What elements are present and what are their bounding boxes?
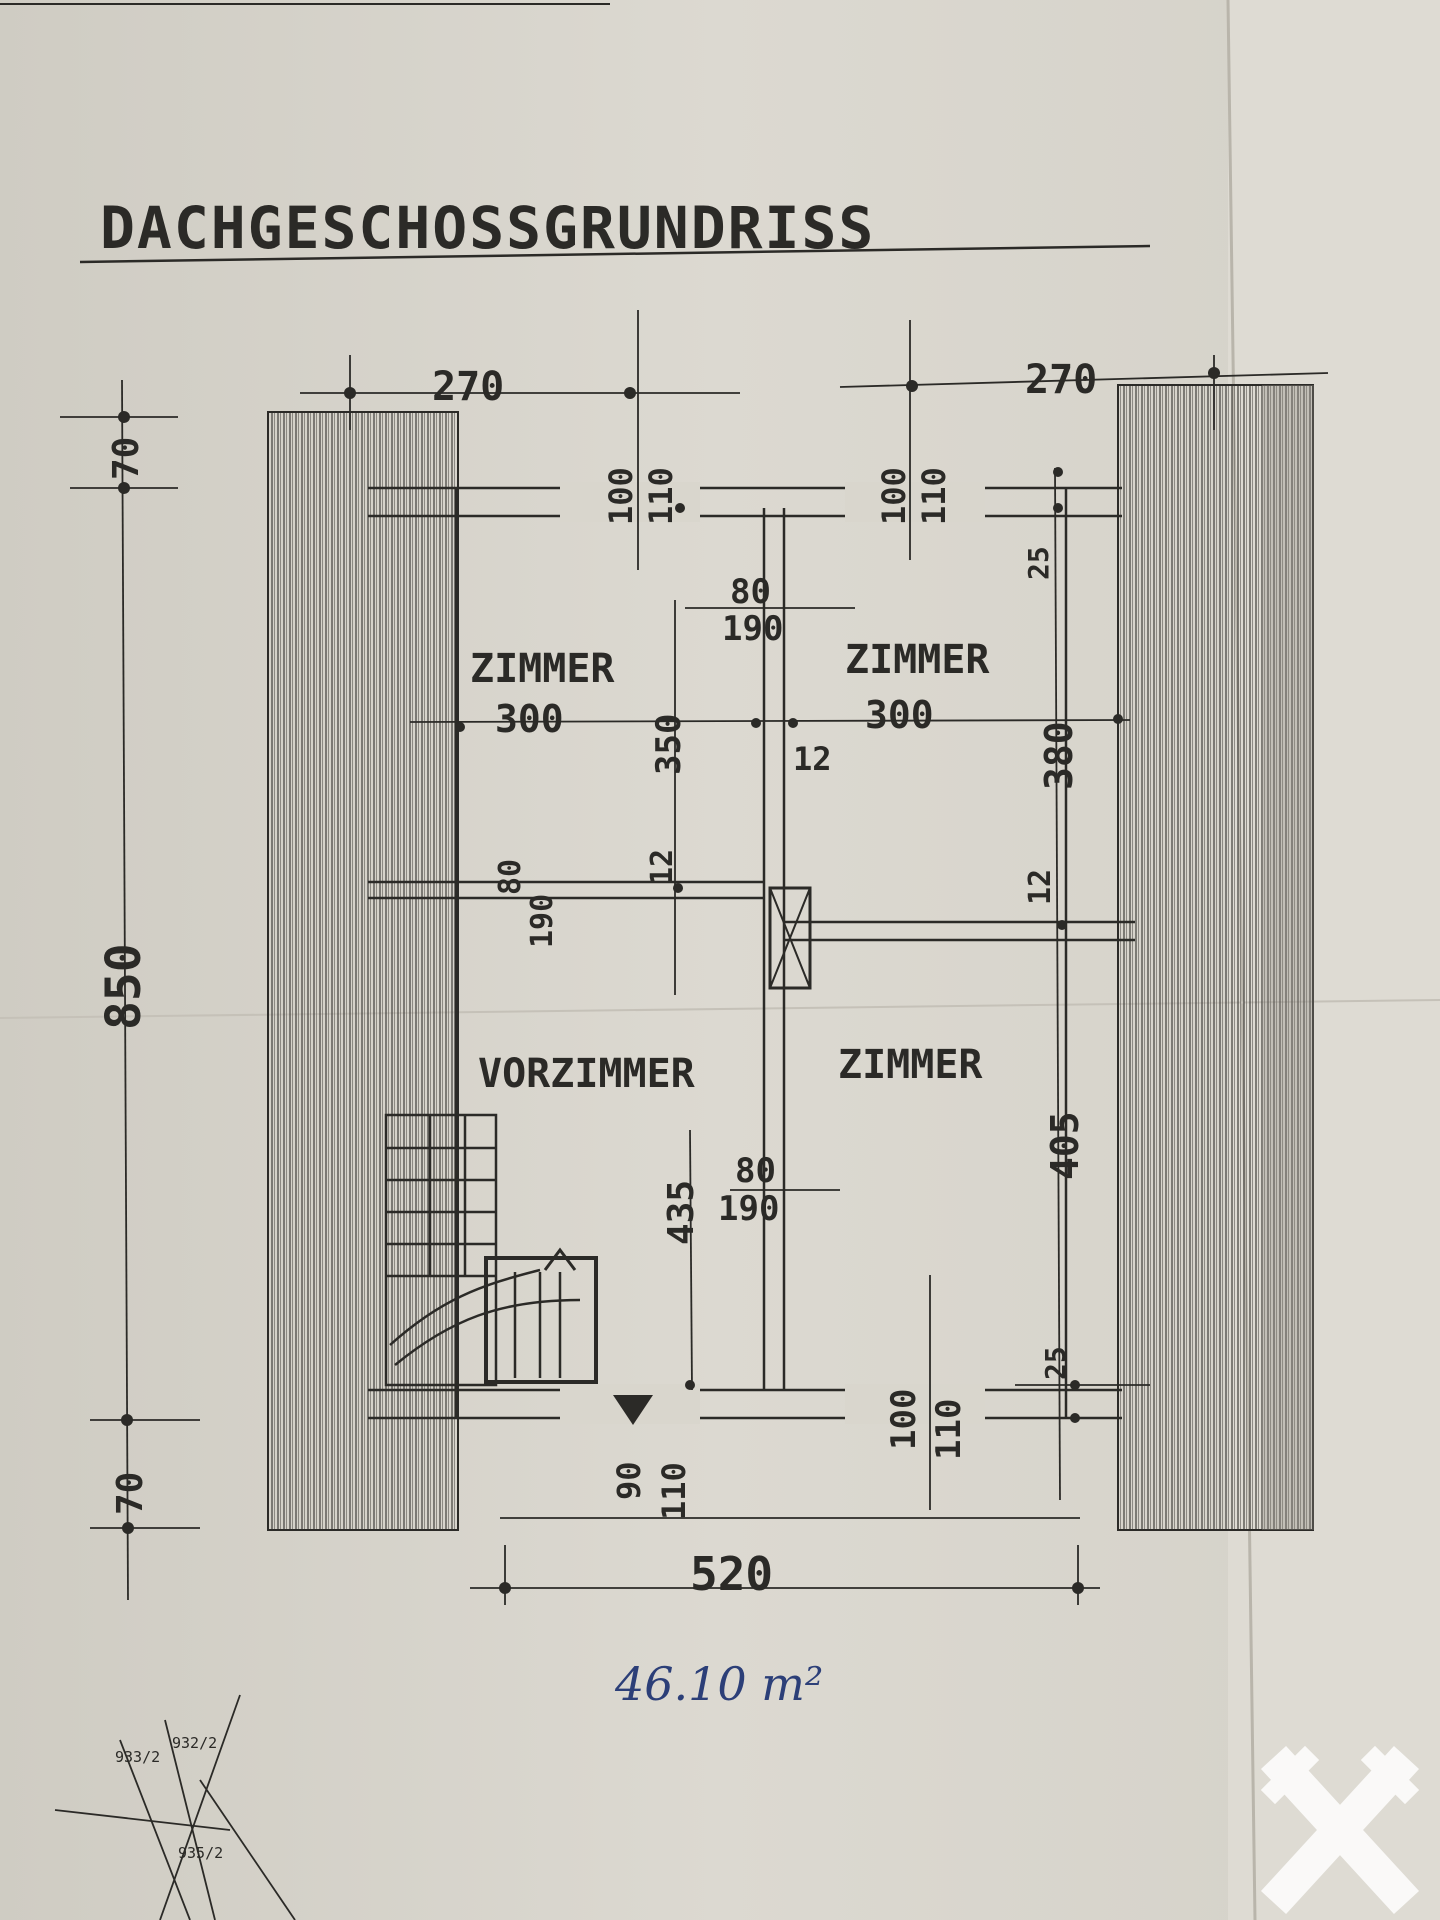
dim-window-br-w: 100 [884,1389,924,1450]
parcel-935: 935/2 [178,1844,223,1862]
entry-arrow [613,1395,653,1425]
watermark-logo [1260,1745,1420,1915]
dim-window-tl-w: 100 [602,467,640,525]
parcel-933: 933/2 [115,1748,160,1766]
dim-room-bl-height: 435 [661,1180,702,1245]
room-label-top-right: ZIMMER [845,637,990,683]
parcel-sketch [54,1694,296,1920]
staircase [384,1113,598,1387]
room-label-top-left: ZIMMER [470,646,615,692]
plan-walls [368,486,1135,1420]
parcel-932: 932/2 [172,1734,217,1752]
dim-window-bl-h: 110 [655,1462,693,1520]
dim-room-tl-width: 300 [495,697,564,741]
dim-room-tr-height: 380 [1037,721,1081,790]
dimension-dots [118,367,1220,1594]
dim-left-bottom-height: 70 [110,1472,151,1515]
dim-top-left-width: 270 [432,364,504,410]
room-label-bottom-right: ZIMMER [838,1042,983,1088]
dim-window-br-h: 110 [929,1399,969,1460]
dim-door-top-w: 80 [730,572,771,612]
dim-room-br-height: 405 [1043,1111,1087,1180]
dim-door-left-h: 190 [525,894,560,948]
dim-door-top-h: 190 [722,609,783,649]
dim-left-total-height: 850 [96,943,152,1030]
dim-window-tl-h: 110 [642,467,680,525]
dim-top-right-width: 270 [1025,357,1097,403]
dim-inner-wall-b: 12 [645,849,680,885]
dim-inner-wall-a: 12 [793,740,832,778]
dim-room-tr-width: 300 [865,693,934,737]
dim-room-tl-height: 350 [649,714,689,775]
drawing-title: DACHGESCHOSSGRUNDRISS [100,194,875,262]
room-label-bottom-left: VORZIMMER [478,1051,696,1097]
dim-bottom-width: 520 [690,1547,773,1601]
dim-door-bottom-h: 190 [718,1189,779,1229]
dim-window-tr-h: 110 [915,467,953,525]
roof-slope-left [267,411,459,1531]
dim-bottom-right-wall: 25 [1039,1346,1072,1380]
dim-left-top-height: 70 [106,437,147,480]
total-area: 46.10 m² [614,1657,823,1711]
dim-door-left-w: 80 [493,859,528,895]
roof-slope-right [1117,384,1314,1531]
dim-top-right-wall: 25 [1022,546,1055,580]
dim-inner-wall-c: 12 [1023,869,1058,905]
roof-slope-right-edge [1262,385,1314,1530]
window-openings [560,482,985,1424]
dim-window-bl-w: 90 [610,1461,648,1500]
chimney [768,886,812,990]
dim-window-tr-w: 100 [875,467,913,525]
dimension-lines [60,310,1329,1605]
title-underline [79,244,1151,264]
dim-door-bottom-w: 80 [735,1151,776,1191]
